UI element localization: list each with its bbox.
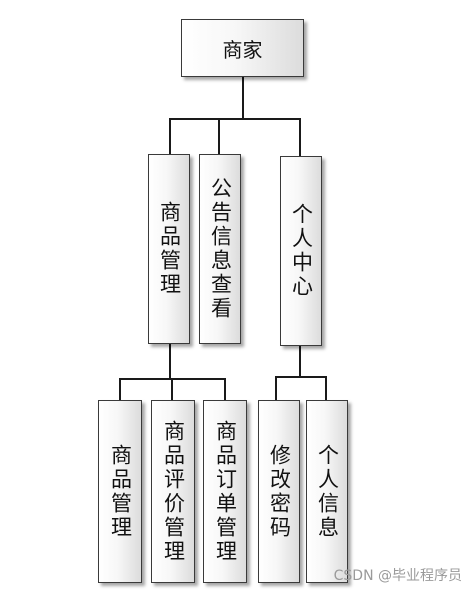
node-personal-label: 个人中心 (289, 203, 314, 299)
node-goods: 商品管理 (148, 154, 190, 344)
node-change-password-label: 修改密码 (267, 443, 292, 540)
node-root: 商家 (181, 19, 304, 77)
connector-to-goods-mgmt (119, 378, 121, 400)
connector-level2b-bar (275, 376, 327, 378)
connector-root-down (242, 77, 244, 119)
node-personal: 个人中心 (280, 156, 322, 346)
connector-to-order-mgmt (224, 378, 226, 400)
connector-to-info (325, 376, 327, 400)
connector-to-personal (299, 118, 301, 156)
node-notice-label: 公告信息查看 (208, 177, 233, 321)
connector-level1-bar (169, 118, 301, 120)
node-change-password: 修改密码 (258, 400, 300, 583)
connector-to-notice (218, 118, 220, 154)
node-personal-info-label: 个人信息 (315, 443, 340, 540)
node-order-mgmt: 商品订单管理 (203, 400, 247, 583)
node-review-mgmt: 商品评价管理 (151, 400, 195, 583)
node-order-mgmt-label: 商品订单管理 (213, 419, 238, 564)
node-goods-mgmt-label: 商品管理 (108, 443, 133, 540)
node-goods-label: 商品管理 (157, 201, 182, 297)
connector-goods-down (169, 343, 171, 379)
connector-personal-down (299, 345, 301, 378)
node-personal-info: 个人信息 (306, 400, 348, 583)
node-review-mgmt-label: 商品评价管理 (161, 419, 186, 564)
connector-to-password (275, 376, 277, 400)
node-root-label: 商家 (222, 37, 263, 62)
node-notice: 公告信息查看 (199, 154, 241, 344)
node-goods-mgmt: 商品管理 (98, 400, 142, 583)
connector-to-goods (169, 118, 171, 154)
watermark: CSDN @毕业程序员 (333, 568, 462, 584)
connector-to-review-mgmt (171, 378, 173, 400)
